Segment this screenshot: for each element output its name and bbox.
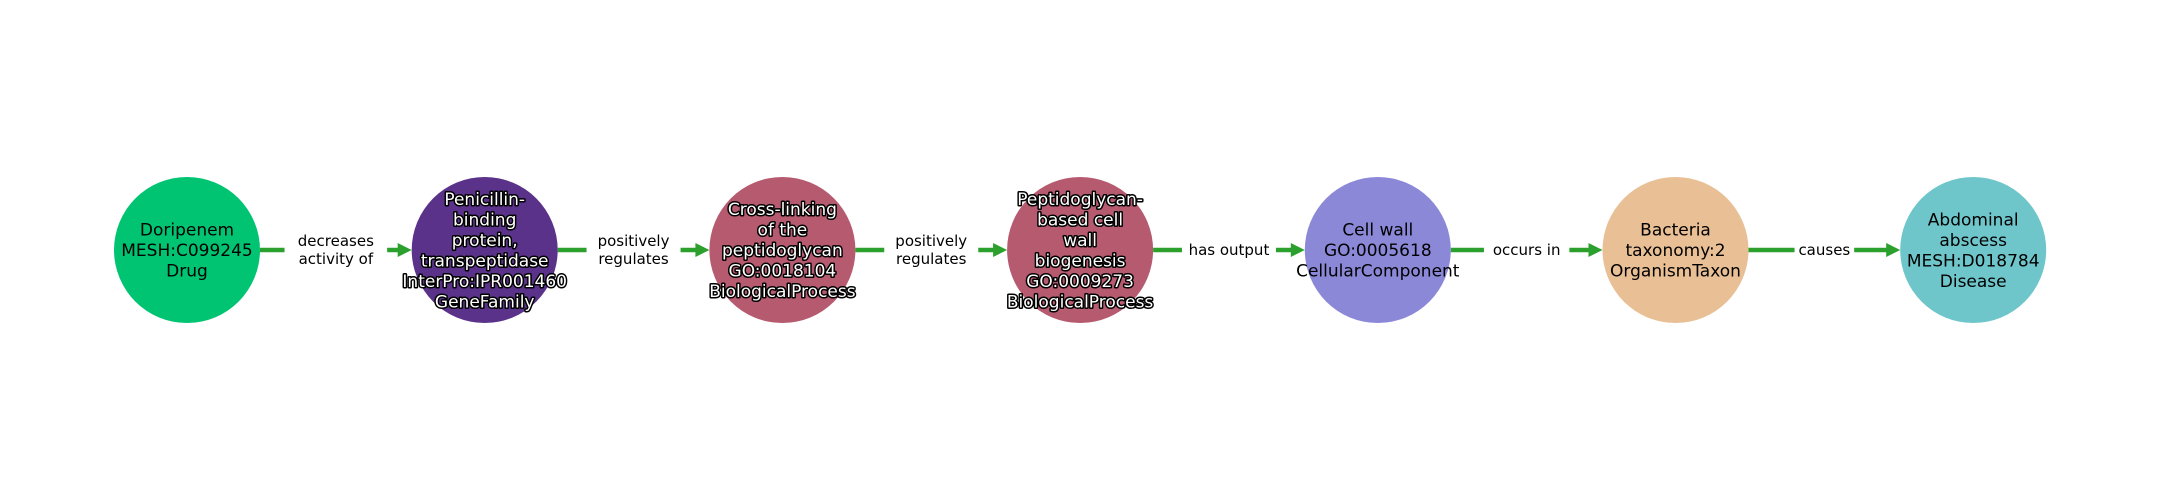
arrowhead-icon xyxy=(695,243,710,257)
node-circle[interactable] xyxy=(411,177,558,323)
arrowhead-icon xyxy=(1886,243,1901,257)
edge-label-background xyxy=(1794,239,1855,261)
node-label: Cell wall xyxy=(1342,221,1413,241)
node-circle[interactable] xyxy=(1304,177,1451,323)
node-label: Drug xyxy=(166,262,208,282)
node-circle[interactable] xyxy=(114,177,260,323)
edge-label-background xyxy=(1483,239,1570,261)
node-label: peptidoglycan xyxy=(722,241,843,261)
edge-label-background xyxy=(1181,239,1276,261)
node-label: Peptidoglycan- xyxy=(1017,190,1143,210)
node-label: taxonomy:2 xyxy=(1625,241,1725,261)
node-label: GO:0005618 xyxy=(1324,241,1432,261)
edge-label-background xyxy=(284,230,388,270)
node-label: OrganismTaxon xyxy=(1610,262,1741,282)
node-label: BiologicalProcess xyxy=(1007,292,1154,312)
edge: occurs in xyxy=(1450,239,1603,261)
node-label: Disease xyxy=(1940,272,2007,292)
graph-node[interactable]: Peptidoglycan-based cellwallbiogenesisGO… xyxy=(1005,177,1155,323)
node-label: GeneFamily xyxy=(435,292,535,312)
edge-label: regulates xyxy=(896,250,967,268)
arrowhead-icon xyxy=(397,243,412,257)
node-label: Cross-linking xyxy=(728,200,837,220)
node-label: MESH:C099245 xyxy=(121,241,252,261)
node-circle[interactable] xyxy=(1602,177,1749,323)
node-label: CellularComponent xyxy=(1296,262,1460,282)
node-label: based cell xyxy=(1037,210,1123,230)
node-label: Doripenem xyxy=(140,221,234,241)
edge-label: decreases xyxy=(298,232,374,250)
node-label: transpeptidase xyxy=(421,251,549,271)
node-label: abscess xyxy=(1939,231,2007,251)
node-circle[interactable] xyxy=(1007,177,1154,323)
arrowhead-icon xyxy=(1588,243,1603,257)
edge-label: activity of xyxy=(299,250,374,268)
edge-label: occurs in xyxy=(1493,241,1561,259)
graph-node[interactable]: Penicillin-bindingprotein,transpeptidase… xyxy=(401,177,568,323)
node-label: of the xyxy=(758,221,808,241)
edge-label: regulates xyxy=(598,250,669,268)
node-label: biogenesis xyxy=(1035,251,1126,271)
node-label: binding xyxy=(453,210,516,230)
node-label: GO:0018104 xyxy=(729,262,837,282)
edge-label: positively xyxy=(598,232,670,250)
edge-label-background xyxy=(586,230,681,270)
edge: causes xyxy=(1748,239,1901,261)
edge-label: causes xyxy=(1798,241,1850,259)
arrowhead-icon xyxy=(1290,243,1305,257)
node-label: MESH:D018784 xyxy=(1907,251,2040,271)
node-circle[interactable] xyxy=(1900,177,2047,323)
node-label: protein, xyxy=(452,231,518,251)
edge-label-background xyxy=(884,230,979,270)
node-label: InterPro:IPR001460 xyxy=(402,272,567,292)
node-label: wall xyxy=(1063,231,1097,251)
node-label: Abdominal xyxy=(1928,210,2019,230)
node-label: Penicillin- xyxy=(444,190,525,210)
edge: has output xyxy=(1153,239,1305,261)
node-circle[interactable] xyxy=(709,177,856,323)
edge-label: has output xyxy=(1189,241,1270,259)
node-label: BiologicalProcess xyxy=(709,282,856,302)
arrowhead-icon xyxy=(993,243,1008,257)
node-label: Bacteria xyxy=(1640,221,1711,241)
node-label: GO:0009273 xyxy=(1026,272,1134,292)
edge-label: positively xyxy=(895,232,967,250)
